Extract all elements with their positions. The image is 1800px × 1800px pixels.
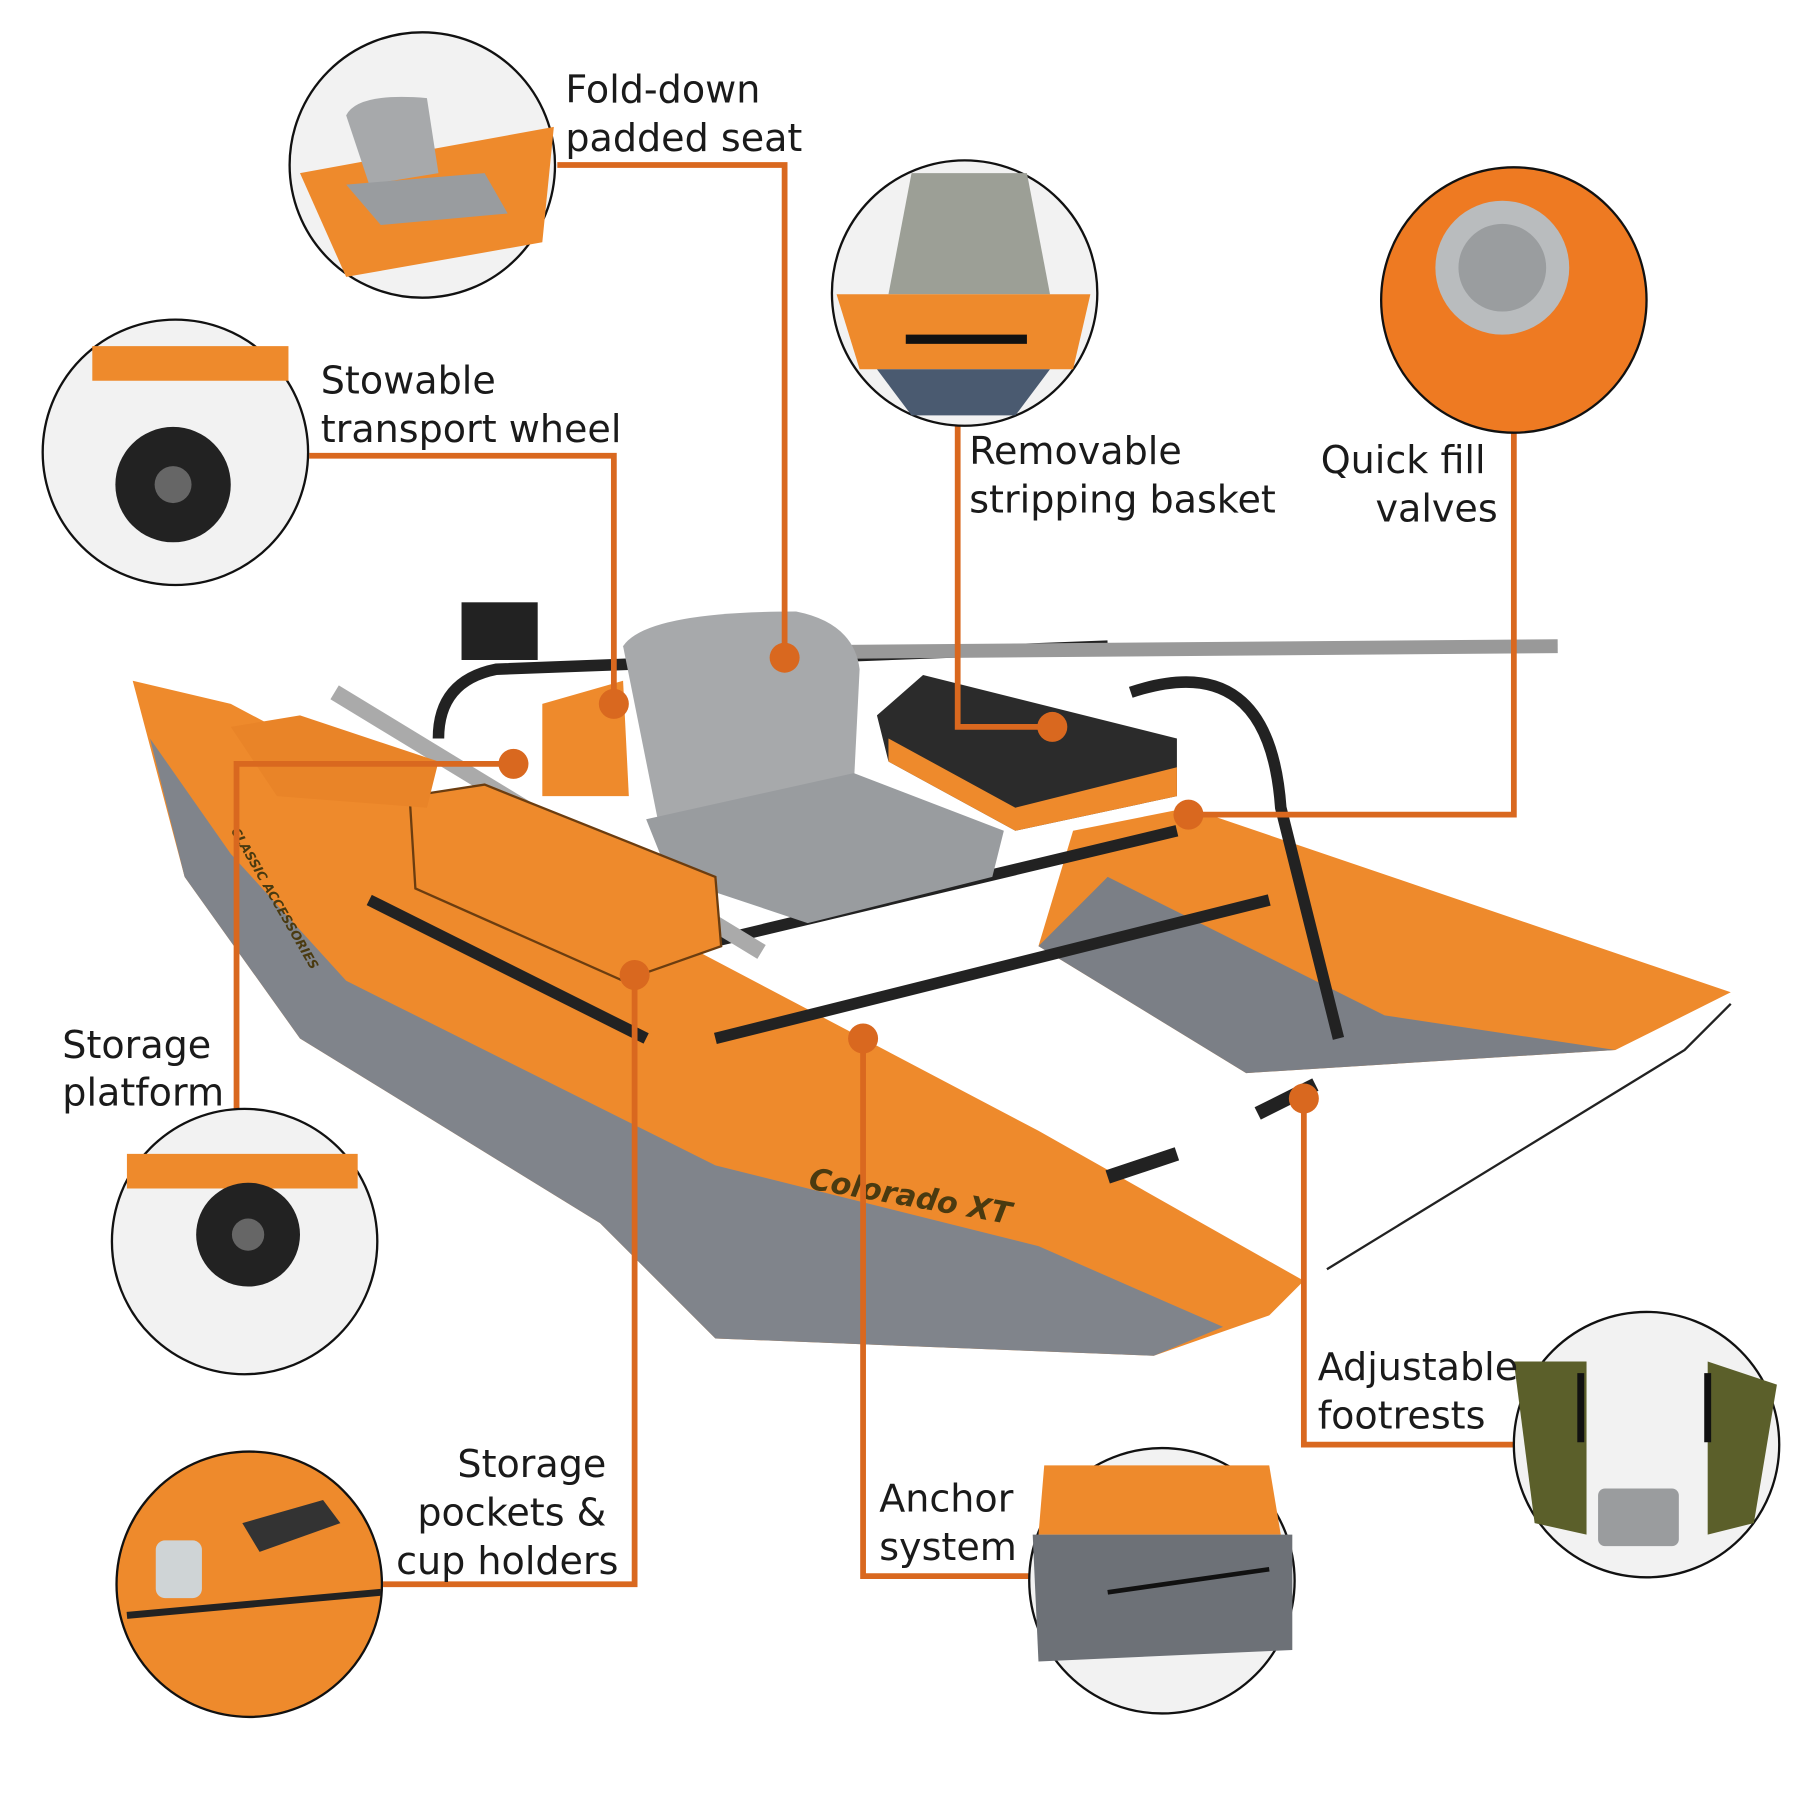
label-fold-down-seat: Fold-down padded seat [565, 68, 802, 160]
marker-platform [498, 748, 529, 779]
pontoon-boat: Colorado XT CLASSIC ACCESSORIES [132, 602, 1732, 1356]
marker-wheel [598, 688, 629, 719]
basket-rim [888, 738, 1177, 831]
leader-anchor [860, 1038, 1031, 1580]
oar [830, 639, 1558, 659]
leader-platform [233, 760, 514, 1110]
leader-basket [954, 424, 1053, 730]
detail-wheel-photo [41, 318, 310, 587]
label-stripping-basket: Removable stripping basket [969, 429, 1276, 521]
detail-valve-photo [1380, 166, 1648, 434]
detail-basket-photo [830, 159, 1099, 427]
detail-photos [41, 31, 1781, 1719]
marker-basket [1037, 711, 1068, 742]
leader-valves [1188, 431, 1517, 818]
leader-seat [557, 162, 788, 658]
label-adjustable-footrests: Adjustable footrests [1318, 1345, 1531, 1437]
marker-pockets [619, 960, 650, 990]
leader-footrests [1300, 1098, 1514, 1448]
label-transport-wheel: Stowable transport wheel [321, 358, 622, 450]
leader-pockets [383, 974, 638, 1588]
label-quick-fill-valves: Quick fill valves [1321, 438, 1498, 530]
footrest-bar-2 [1105, 1147, 1180, 1184]
seat-cushion [646, 773, 1004, 924]
marker-anchor [848, 1023, 879, 1054]
label-anchor-system: Anchor system [879, 1477, 1025, 1569]
detail-pockets-photo [115, 1450, 384, 1719]
detail-platform-photo [110, 1107, 379, 1376]
marker-seat [769, 642, 800, 673]
anchor-rope [1326, 1003, 1732, 1271]
detail-footrests-photo [1512, 1310, 1781, 1579]
seat-back [623, 611, 860, 820]
motor-mount [461, 602, 538, 660]
detail-seat-photo [288, 31, 557, 299]
label-storage-platform: Storage platform [62, 1023, 224, 1114]
marker-valves [1173, 799, 1204, 830]
callout-labels: Fold-down padded seat Stowable transport… [62, 68, 1531, 1583]
detail-anchor-photo [1028, 1446, 1296, 1715]
left-pontoon-underside [150, 738, 1224, 1356]
leader-lines [233, 162, 1517, 1588]
storage-bag [408, 783, 723, 983]
label-storage-pockets: Storage pockets & cup holders [396, 1442, 618, 1583]
leader-wheel [309, 452, 617, 704]
marker-footrests [1288, 1083, 1319, 1114]
